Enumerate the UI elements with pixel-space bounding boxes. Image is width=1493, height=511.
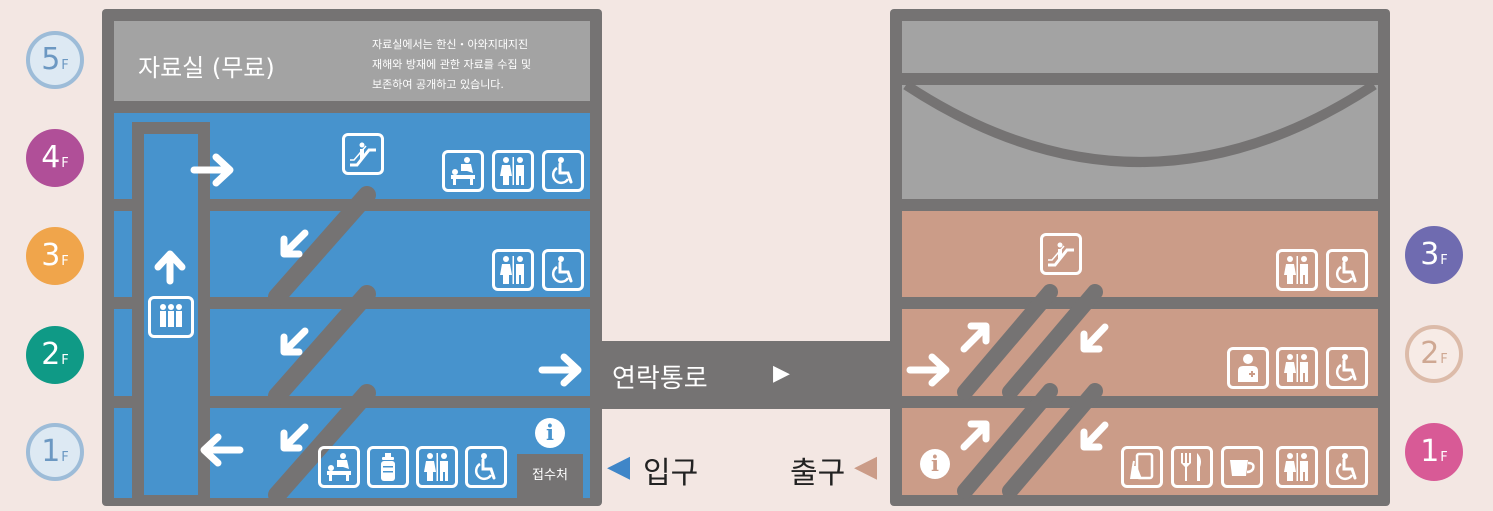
restroom-icon	[416, 446, 458, 488]
right-upper-hall	[902, 21, 1378, 199]
baby-change-icon	[318, 446, 360, 488]
restroom-icon	[1276, 347, 1318, 389]
cloakroom-icon	[1121, 446, 1163, 488]
reception-desk: 접수처	[517, 454, 583, 498]
restroom-icon	[492, 249, 534, 291]
restaurant-icon	[1171, 446, 1213, 488]
corridor-label: 연락통로	[612, 364, 708, 394]
escalator-icon	[342, 133, 384, 175]
wheelchair-icon	[542, 150, 584, 192]
info-icon: i	[535, 418, 565, 448]
baby-change-icon	[442, 150, 484, 192]
exit-arrow-icon: ◀	[854, 449, 878, 484]
archive-title: 자료실 (무료)	[138, 54, 275, 82]
exit-label: 출구	[790, 456, 846, 491]
wheelchair-icon	[542, 249, 584, 291]
wheelchair-icon	[1326, 347, 1368, 389]
cafe-icon	[1221, 446, 1263, 488]
right-building-structure	[902, 73, 1378, 499]
wheelchair-icon	[465, 446, 507, 488]
first-aid-icon	[1227, 347, 1269, 389]
archive-room	[114, 21, 590, 101]
corridor-arrow: ▶	[773, 361, 790, 386]
escalator-icon	[1040, 233, 1082, 275]
entrance-arrow-icon: ◀	[607, 449, 631, 484]
wheelchair-icon	[1326, 249, 1368, 291]
entrance-label: 입구	[643, 456, 699, 491]
baby-bottle-icon	[367, 446, 409, 488]
info-icon: i	[920, 449, 950, 479]
restroom-icon	[1276, 446, 1318, 488]
left-arrows	[154, 153, 582, 467]
corridor	[595, 341, 905, 409]
restroom-icon	[492, 150, 534, 192]
elevator-icon	[148, 296, 194, 338]
left-building-structure	[102, 122, 602, 506]
archive-description: 자료실에서는 한신・아와지대지진 재해와 방재에 관한 자료를 수집 및 보존하…	[372, 38, 532, 91]
wheelchair-icon	[1326, 446, 1368, 488]
restroom-icon	[1276, 249, 1318, 291]
